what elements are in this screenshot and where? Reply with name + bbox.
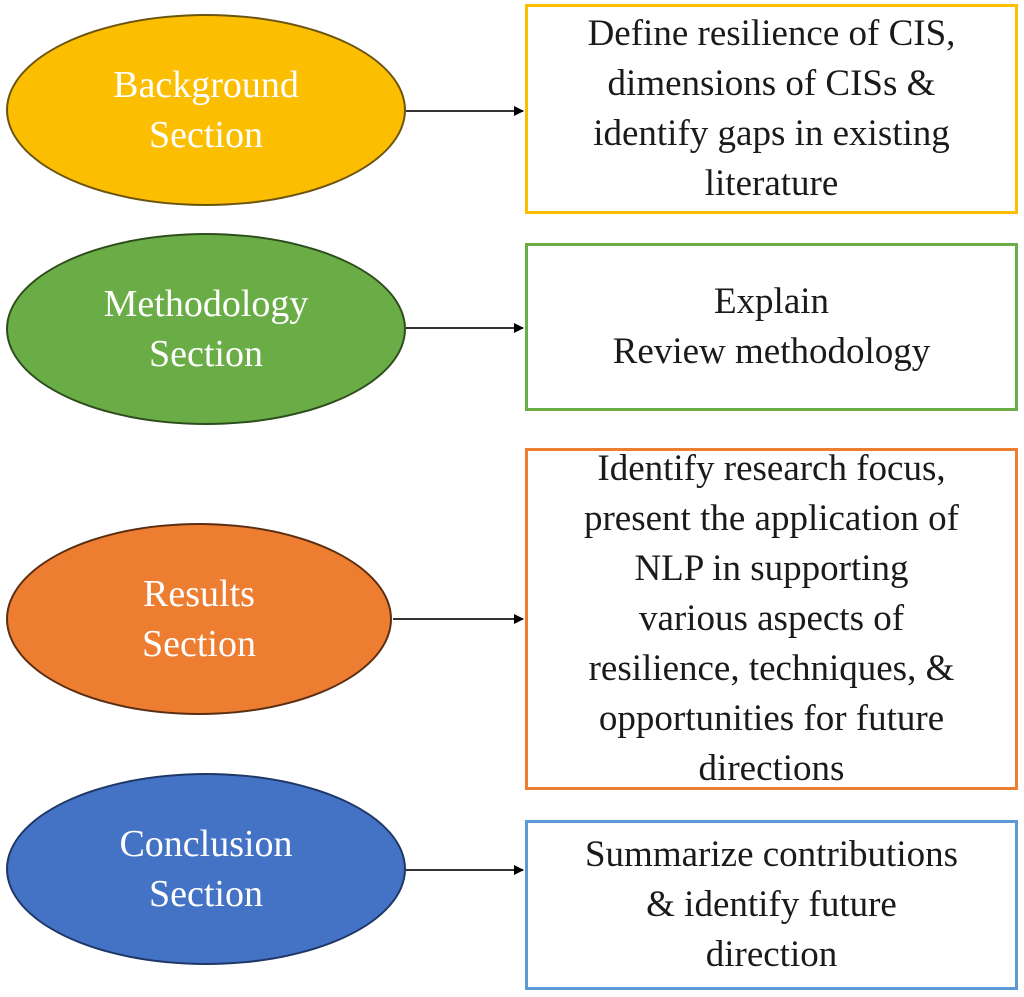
methodology-section-ellipse: Methodology Section [6,233,406,425]
description-line: Explain [713,281,830,322]
description-line: & identify future [646,884,897,925]
results-section-ellipse: Results Section [6,523,392,715]
description-line: direction [705,934,838,975]
background-section-ellipse: Background Section [6,14,406,206]
ellipse-label-line: Section [149,114,263,156]
description-line: NLP in supporting [634,548,909,589]
description-line: various aspects of [638,598,905,639]
ellipse-label-line: Methodology [103,283,309,325]
description-line: Identify research focus, [597,448,946,489]
description-line: literature [704,163,839,204]
ellipse-label-line: Results [143,573,255,615]
ellipse-label-line: Conclusion [119,823,293,865]
description-line: directions [698,748,845,789]
conclusion-description-box: Summarize contributions & identify futur… [525,820,1018,990]
ellipse-label-line: Section [149,333,263,375]
results-description-box: Identify research focus, present the app… [525,448,1018,790]
background-description-box: Define resilience of CIS, dimensions of … [525,4,1018,214]
conclusion-section-ellipse: Conclusion Section [6,773,406,965]
ellipse-label-line: Background [113,64,299,106]
ellipse-label-line: Section [142,623,256,665]
description-line: Summarize contributions [584,834,959,875]
description-line: opportunities for future [598,698,945,739]
description-line: identify gaps in existing [593,113,950,154]
description-line: present the application of [583,498,959,539]
description-line: Define resilience of CIS, [587,13,956,54]
ellipse-label-line: Section [149,873,263,915]
description-line: resilience, techniques, & [588,648,955,689]
description-line: dimensions of CISs & [607,63,936,104]
description-line: Review methodology [612,331,931,372]
methodology-description-box: Explain Review methodology [525,243,1018,411]
